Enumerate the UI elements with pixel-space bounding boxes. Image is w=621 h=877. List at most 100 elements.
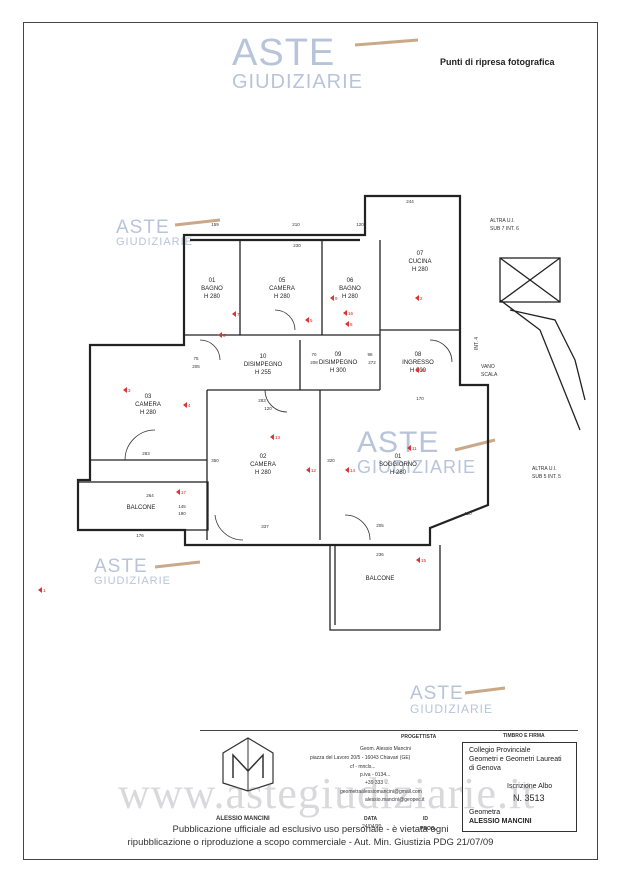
dimension-label: 70 (311, 352, 317, 357)
photo-point-marker (176, 489, 180, 495)
watermark-logo: ASTE GIUDIZIARIE (94, 557, 171, 587)
dimension-label: 244 (406, 199, 414, 204)
dimension-label: 98 (367, 352, 373, 357)
firm-name: ALESSIO MANCINI (216, 816, 270, 822)
svg-text:H 280: H 280 (274, 294, 291, 300)
dimension-label: 283 (142, 451, 150, 456)
dimension-label: 176 (136, 533, 144, 538)
scala-label: SCALA (481, 372, 498, 378)
photo-point-number: 13 (275, 435, 281, 440)
dimension-labels: 244 210 159 230 120 75 205 70 2 08 283 12 09 8 272 170 3… (136, 199, 472, 557)
photo-point-marker (232, 311, 236, 317)
dimension-label: 159 (211, 222, 219, 227)
dimension-label: 75 (193, 356, 199, 361)
altra-ui-top: ALTRA U.I. (490, 218, 515, 224)
altra-ui-right: ALTRA U.I. (532, 466, 557, 472)
svg-text:08: 08 (415, 352, 422, 358)
svg-text:H 255: H 255 (255, 370, 272, 376)
photo-point-marker (416, 557, 420, 563)
stamp-line-2: Geometri e Geometri Laureati (469, 756, 562, 763)
dimension-label: 170 (416, 396, 424, 401)
svg-text:INGRESSO: INGRESSO (402, 360, 434, 366)
data-label: DATA (364, 816, 378, 822)
svg-text:03: 03 (145, 394, 152, 400)
svg-text:DISIMPEGNO: DISIMPEGNO (244, 362, 283, 368)
disclaimer-line-2: ripubblicazione o riproduzione a scopo c… (127, 837, 494, 848)
title-block (200, 730, 578, 859)
svg-text:06: 06 (347, 278, 354, 284)
stamp-qualifica: Geometra (469, 809, 501, 816)
dimension-label: 230 (293, 243, 301, 248)
watermark-text-1: ASTE (94, 556, 148, 577)
url-watermark: www.astegiudiziarie.it (118, 769, 536, 818)
photo-point-number: 5 (310, 318, 313, 323)
photo-point-marker (306, 467, 310, 473)
page-title: Punti di ripresa fotografica (440, 57, 555, 67)
photo-point-number: 11 (412, 446, 417, 451)
dimension-label: 205 (192, 364, 200, 369)
photo-point-marker (345, 467, 349, 473)
drawing-frame (23, 22, 598, 860)
firm-logo-icon (222, 737, 274, 792)
stamp-iscrizione: Iscrizione Albo (507, 783, 553, 790)
photo-point-number: 3 (128, 388, 131, 393)
photo-point-marker (38, 587, 42, 593)
svg-text:H 280: H 280 (412, 267, 429, 273)
dimension-label: 283 (258, 398, 266, 403)
vano-label: VANO (481, 364, 495, 370)
photo-point-marker (305, 317, 309, 323)
photo-point-marker (218, 332, 222, 338)
photo-point-number: 9 (335, 296, 338, 301)
photo-point-marker (407, 445, 411, 451)
dimension-label: 337 (261, 524, 269, 529)
dimension-label: 145 (178, 504, 186, 509)
svg-text:H 280: H 280 (140, 410, 157, 416)
svg-text:01: 01 (395, 454, 402, 460)
svg-text:10: 10 (260, 354, 267, 360)
dimension-label: 272 (368, 360, 376, 365)
photo-point-number: 16 (348, 311, 354, 316)
photo-point-marker (183, 402, 187, 408)
svg-text:CUCINA: CUCINA (408, 259, 431, 265)
dimension-label: 120 (264, 406, 272, 411)
svg-text:CAMERA: CAMERA (269, 286, 295, 292)
svg-text:DISIMPEGNO: DISIMPEGNO (319, 360, 358, 366)
photo-point-number: 6 (223, 333, 226, 338)
dimension-label: 350 (211, 458, 219, 463)
svg-text:CAMERA: CAMERA (135, 402, 161, 408)
photo-point-number: 2 (420, 296, 423, 301)
svg-text:09: 09 (335, 352, 342, 358)
photo-point-marker (415, 367, 419, 373)
watermark-text-2: GIUDIZIARIE (357, 457, 477, 477)
watermark-text-2: GIUDIZIARIE (94, 575, 172, 587)
photo-point-marker (343, 310, 347, 316)
svg-text:H 280: H 280 (342, 294, 359, 300)
photo-point-number: 10 (420, 368, 426, 373)
dimension-label: 110 (464, 511, 472, 516)
svg-text:H 280: H 280 (204, 294, 221, 300)
stamp-line-3: di Genova (469, 765, 501, 772)
svg-text:H 280: H 280 (390, 470, 407, 476)
photo-point-number: 8 (350, 322, 353, 327)
watermark-text-1: ASTE (410, 683, 464, 704)
timbro-label: TIMBRO E FIRMA (503, 733, 545, 739)
data-value: 24/04/20 (362, 824, 382, 830)
watermark-text-2: GIUDIZIARIE (116, 236, 194, 248)
watermark-text-2: GIUDIZIARIE (410, 702, 494, 716)
watermark-logo: ASTE GIUDIZIARIE (410, 684, 493, 715)
svg-text:H 280: H 280 (255, 470, 272, 476)
logo-box (218, 733, 278, 793)
photo-point-number: 12 (311, 468, 317, 473)
svg-text:SOGGIORNO: SOGGIORNO (379, 462, 417, 468)
dimension-label: 210 (292, 222, 300, 227)
photo-point-marker (270, 434, 274, 440)
